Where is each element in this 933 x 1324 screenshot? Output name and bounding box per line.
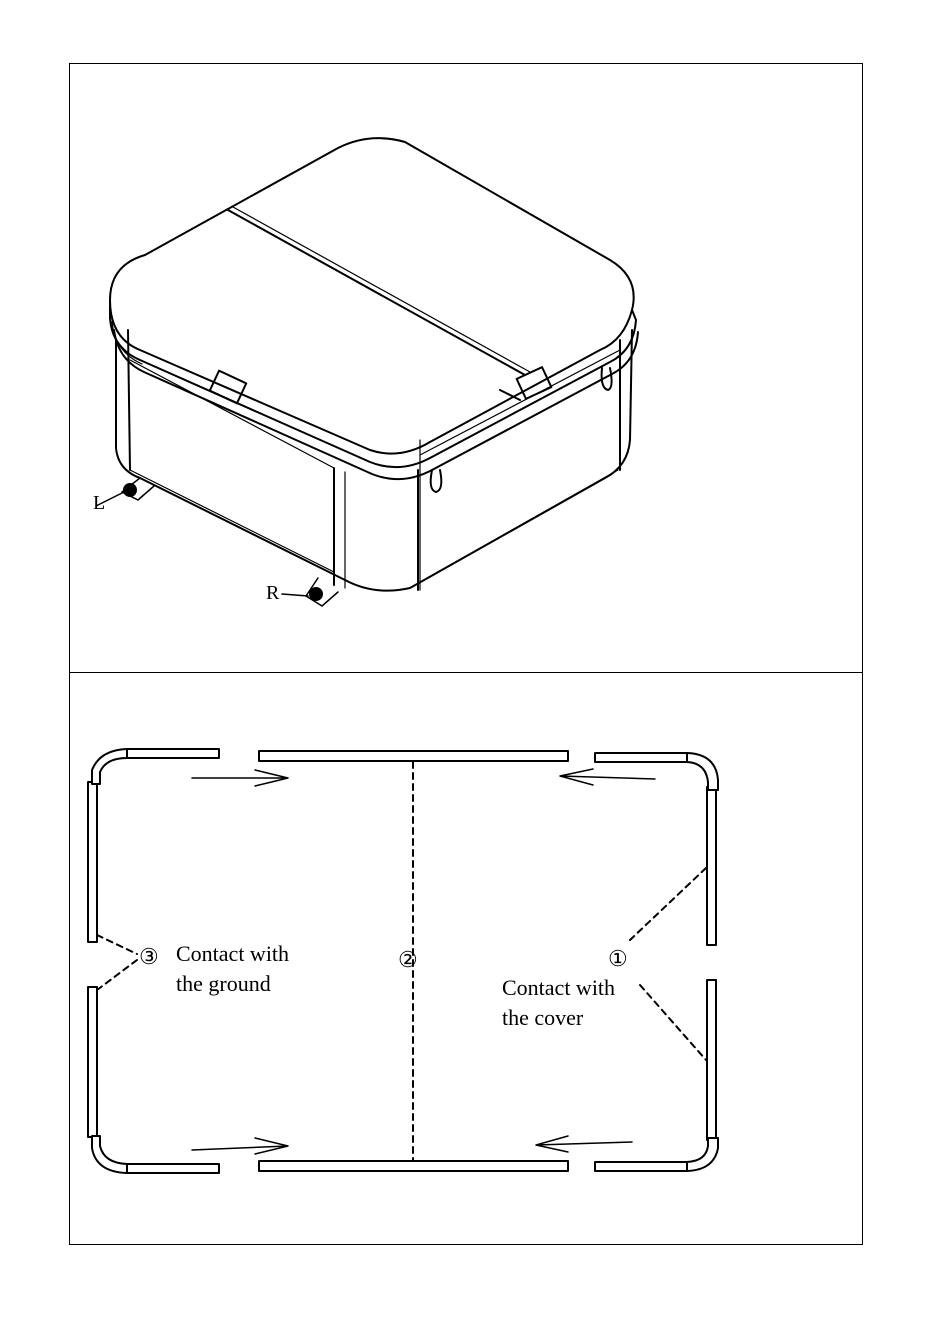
corner-bottom-left	[92, 1136, 127, 1173]
corner-top-left	[92, 749, 127, 784]
marker-2: ②	[398, 947, 418, 973]
corner-bottom-right	[687, 1138, 718, 1171]
rail-top-center	[259, 751, 568, 761]
ground-contact-label-2: the ground	[176, 971, 271, 997]
cover-contact-label-1: Contact with	[502, 975, 615, 1001]
marker-1: ①	[608, 946, 628, 972]
rail-top-right	[595, 753, 687, 762]
marker-3: ③	[139, 944, 159, 970]
rail-right-upper	[707, 787, 716, 945]
rail-left-lower	[88, 987, 97, 1137]
ground-contact-label-1: Contact with	[176, 941, 289, 967]
rail-right-lower	[707, 980, 716, 1140]
rail-left-upper	[88, 782, 97, 942]
rail-top-left	[127, 749, 219, 758]
rail-bottom-center	[259, 1161, 568, 1171]
cover-contact-label-2: the cover	[502, 1005, 583, 1031]
corner-top-right	[687, 753, 718, 790]
rail-bottom-left	[127, 1164, 219, 1173]
rail-bottom-right	[595, 1162, 687, 1171]
